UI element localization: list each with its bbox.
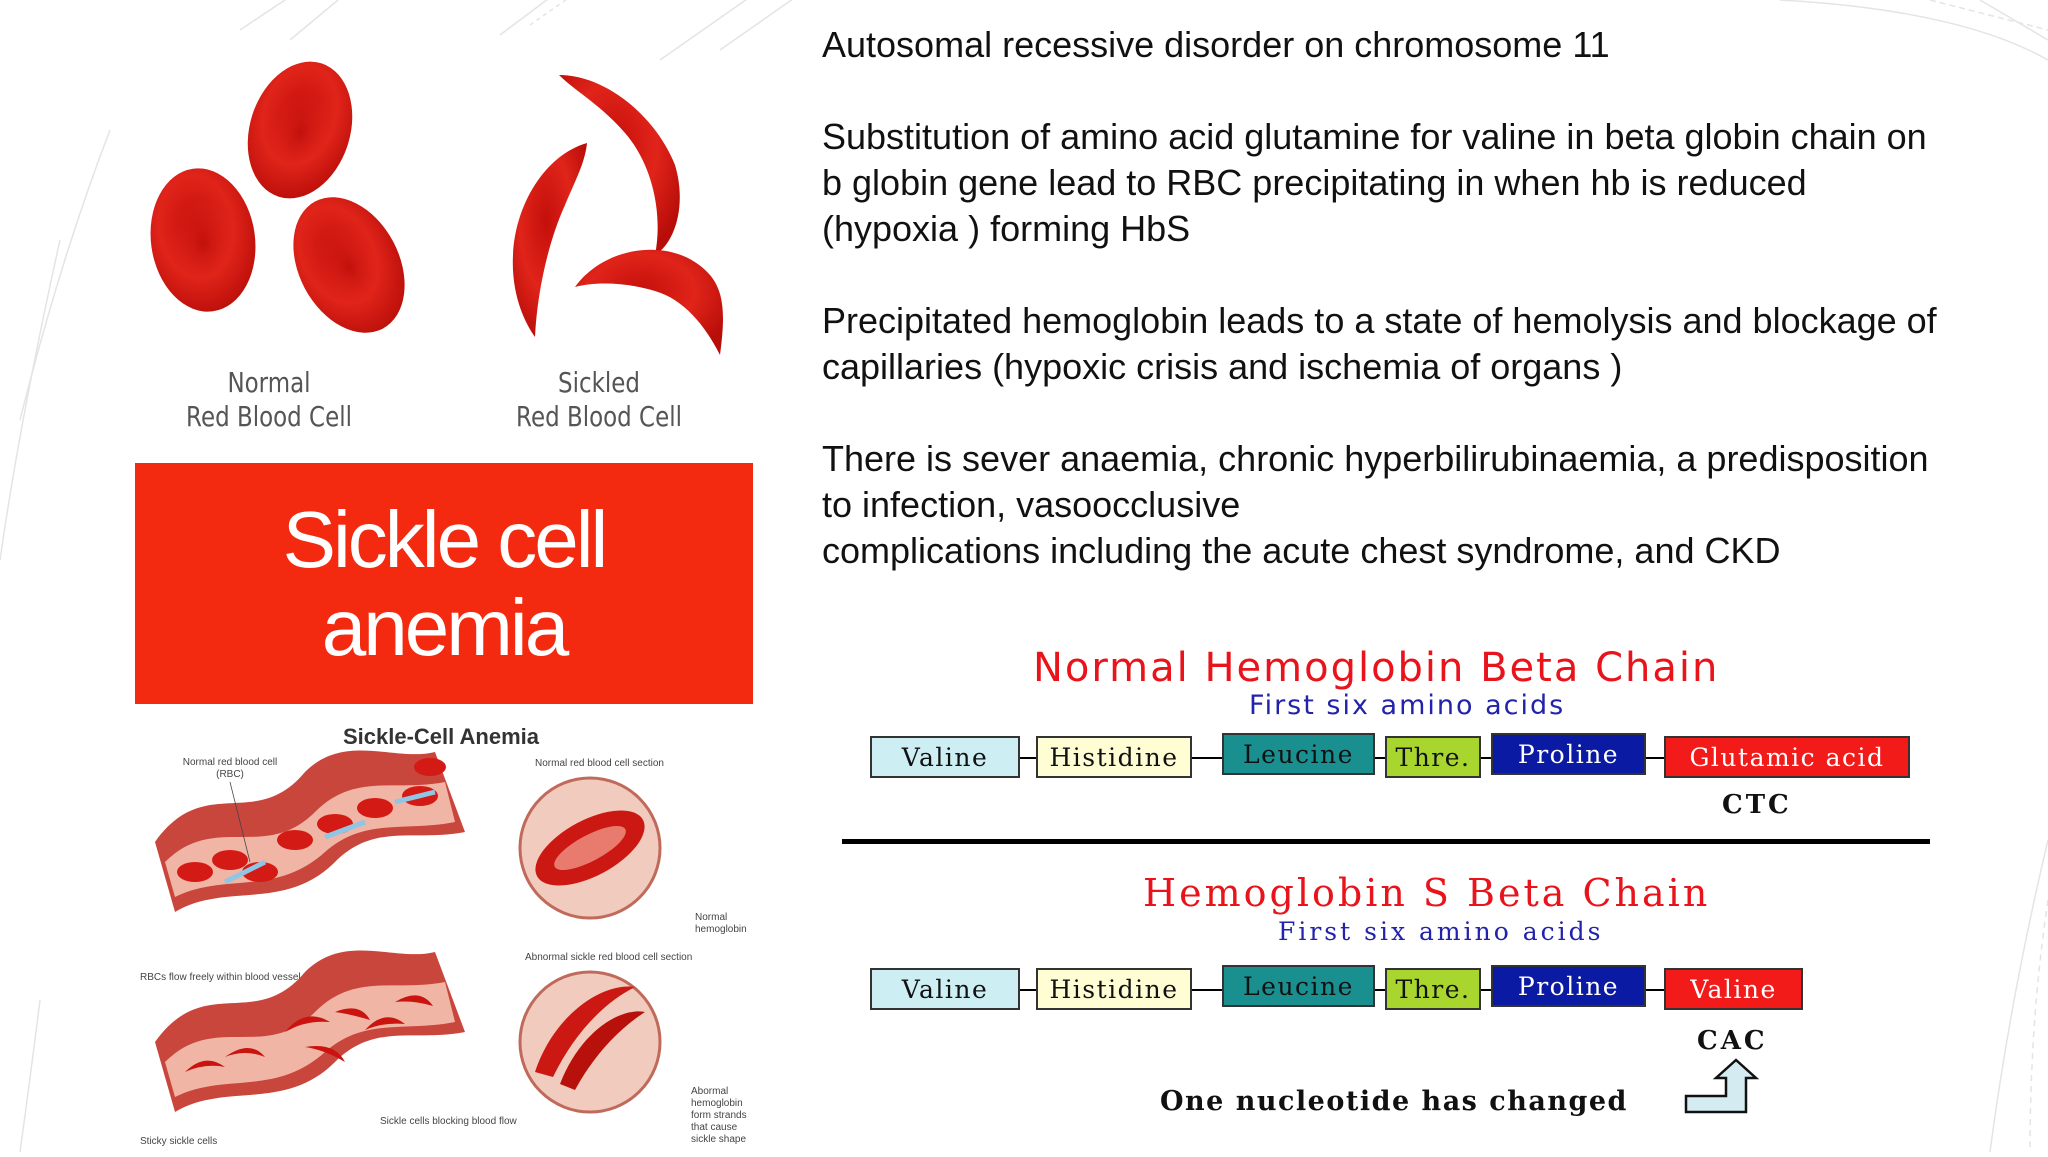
normal-chain-title: Normal Hemoglobin Beta Chain [1033,645,1720,691]
amino-acid-box: Histidine [1036,736,1192,778]
normal-chain-subtitle: First six amino acids [1249,690,1566,721]
paragraph: Autosomal recessive disorder on chromoso… [822,22,2032,68]
sickle-chain-subtitle: First six amino acids [1278,917,1604,946]
amino-acid-box: Thre. [1385,736,1481,778]
normal-caption-line: Red Blood Cell [186,400,352,433]
amino-acid-label: Valine [901,742,989,772]
diagram-label-normal-rbc: Normal red blood cell [183,757,278,768]
sickled-caption-line: Red Blood Cell [516,400,682,433]
amino-acid-label: Histidine [1049,742,1179,772]
amino-acid-box: Valine [1664,968,1803,1010]
amino-acid-box: Thre. [1385,968,1481,1010]
chain-divider [842,839,1930,844]
normal-cross-section-icon [518,776,662,920]
rbc-comparison-figure: Normal Red Blood Cell Sickled Red Blood … [135,55,750,455]
amino-acid-label: Thre. [1395,974,1471,1004]
sickled-cell-caption: Sickled Red Blood Cell [492,366,705,434]
text-line: complications including the acute chest … [822,530,1781,571]
diagram-label-normal-rbc: (RBC) [216,769,244,780]
amino-acid-label: Leucine [1243,739,1354,769]
normal-cell-icon [293,197,405,333]
diagram-label-blocking: Sickle cells blocking blood flow [380,1116,518,1127]
normal-caption-line: Normal [227,366,311,399]
amino-acid-box: Proline [1491,733,1646,775]
diagram-label-normal-section: Normal red blood cell section [535,758,664,769]
content-text: Autosomal recessive disorder on chromoso… [822,22,2032,620]
paragraph: There is sever anaemia, chronic hyperbil… [822,436,2032,574]
paragraph: Precipitated hemoglobin leads to a state… [822,298,2032,390]
diagram-label-normal-hemoglobin: hemoglobin [695,924,747,935]
amino-acid-label: Thre. [1395,742,1471,772]
amino-acid-label: Histidine [1049,974,1179,1004]
paragraph: Substitution of amino acid glutamine for… [822,114,2032,252]
red-blood-cells-illustration [150,61,723,355]
bent-up-arrow-icon [1684,1058,1760,1114]
amino-acid-label: Valine [1690,974,1777,1004]
nucleotide-note: One nucleotide has changed [1160,1086,1628,1117]
amino-acid-label: Leucine [1243,971,1354,1001]
normal-cell-icon [150,168,256,312]
diagram-label-sticky: Sticky sickle cells [140,1136,217,1147]
diagram-label-abnormal-hemoglobin: form strands [691,1110,747,1121]
amino-acid-label: Proline [1517,971,1620,1001]
sickle-codon: CAC [1697,1026,1768,1056]
diagram-label-normal-hemoglobin: Normal [695,912,727,923]
diagram-label-abnormal-hemoglobin: that cause [691,1122,738,1133]
diagram-title: Sickle-Cell Anemia [343,724,540,749]
sickle-cell-icon [559,75,680,255]
text-line: b globin gene lead to RBC precipitating … [822,162,1807,203]
amino-acid-box: Histidine [1036,968,1192,1010]
diagram-label-abnormal-hemoglobin: Abormal [691,1086,728,1097]
amino-acid-label: Glutamic acid [1689,742,1885,772]
amino-acid-box: Valine [870,736,1020,778]
sickle-chain-title: Hemoglobin S Beta Chain [1143,871,1711,915]
diagram-label-abnormal-hemoglobin: sickle shape [691,1134,746,1145]
blood-vessel-diagram: Sickle-Cell Anemia Normal red blood cell… [135,712,753,1152]
amino-acid-label: Proline [1517,739,1620,769]
sickle-cell-icon [512,143,587,337]
text-line: (hypoxia ) forming HbS [822,208,1191,249]
amino-acid-label: Valine [901,974,989,1004]
amino-acid-box: Proline [1491,965,1646,1007]
text-line: capillaries (hypoxic crisis and ischemia… [822,346,1623,387]
amino-acid-box: Valine [870,968,1020,1010]
text-line: Precipitated hemoglobin leads to a state… [822,300,1937,341]
text-line: There is sever anaemia, chronic hyperbil… [822,438,1929,479]
normal-cell-caption: Normal Red Blood Cell [162,366,375,434]
amino-acid-box: Leucine [1222,733,1375,775]
diagram-label-abnormal-hemoglobin: hemoglobin [691,1098,743,1109]
sickled-caption-line: Sickled [558,366,640,399]
text-line: Autosomal recessive disorder on chromoso… [822,24,1610,65]
amino-acid-box: Leucine [1222,965,1375,1007]
text-line: to infection, vasoocclusive [822,484,1241,525]
text-line: Substitution of amino acid glutamine for… [822,116,1927,157]
abnormal-cross-section-icon [518,970,662,1114]
title-line: Sickle cell [282,494,609,584]
diagram-label-abnormal-section: Abnormal sickle red blood cell section [525,952,692,963]
title-line: anemia [321,582,569,672]
diagram-label-flow-freely: RBCs flow freely within blood vessel [140,972,301,983]
amino-acid-box: Glutamic acid [1664,736,1910,778]
title-box: Sickle cell anemia [135,463,753,704]
normal-cell-icon [247,61,353,199]
sickle-cell-icon [575,249,723,355]
normal-codon: CTC [1722,790,1792,820]
